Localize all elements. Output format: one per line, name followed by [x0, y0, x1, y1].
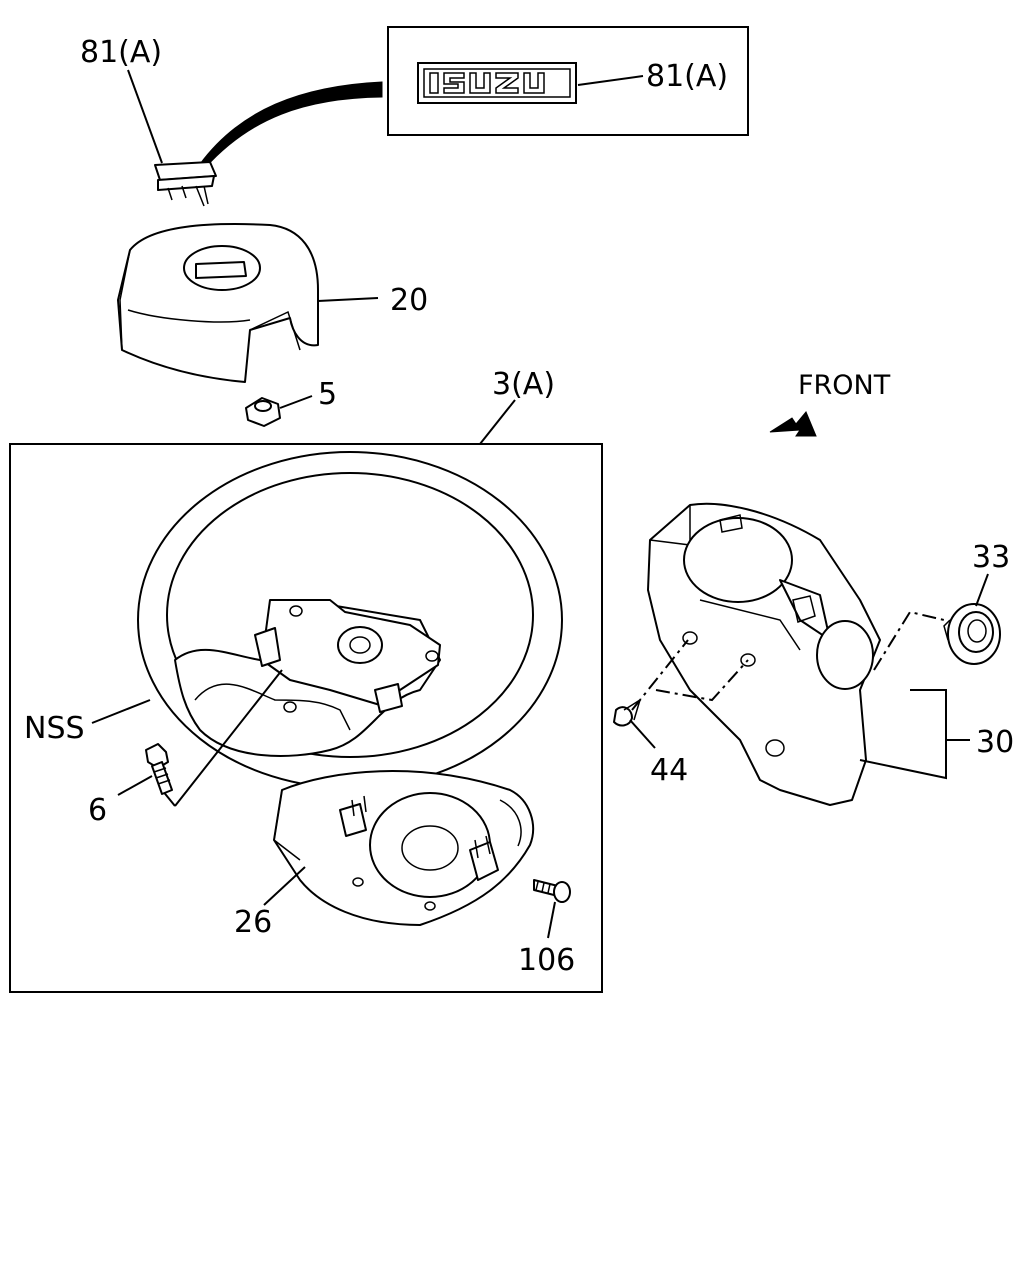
dashed-line-44-1 [631, 639, 689, 711]
nut-part [245, 397, 281, 427]
column-cover-part [647, 502, 881, 806]
emblem-detail-box [387, 26, 749, 136]
label-33: 33 [972, 540, 1010, 575]
label-6: 6 [88, 793, 107, 828]
lower-cover-part [273, 770, 535, 926]
bracket-30 [859, 689, 970, 780]
steering-wheel-assembly-box [9, 443, 603, 993]
dashed-line-33 [873, 610, 945, 671]
label-26: 26 [234, 905, 272, 940]
steering-wheel-part [137, 451, 563, 789]
label-5: 5 [318, 377, 337, 412]
leader-26 [263, 866, 306, 906]
dashed-line-44-2 [655, 659, 749, 702]
label-30: 30 [976, 725, 1014, 760]
leader-20 [317, 297, 379, 302]
leader-33 [975, 573, 989, 607]
label-44: 44 [650, 753, 688, 788]
leader-nss [91, 699, 151, 724]
grommet-33-part [943, 603, 1001, 665]
label-nss: NSS [24, 711, 85, 746]
front-direction-arrow [769, 411, 817, 437]
label-front: FRONT [798, 370, 891, 401]
leader-81a-left [127, 69, 163, 164]
label-81a-right: 81(A) [646, 59, 728, 94]
horn-cover-part [117, 223, 319, 383]
leader-6 [117, 775, 153, 796]
label-3a: 3(A) [492, 367, 555, 402]
label-106: 106 [518, 943, 575, 978]
label-81a-left: 81(A) [80, 35, 162, 70]
emblem-clip-part [154, 161, 217, 207]
detail-callout-arrow [199, 81, 383, 169]
bolt-106-part [533, 879, 571, 903]
screw-6-part [145, 743, 173, 795]
label-20: 20 [390, 283, 428, 318]
leader-3a [479, 399, 516, 445]
leader-44 [629, 719, 656, 749]
leader-106 [547, 901, 556, 939]
isuzu-emblem-logo [417, 62, 577, 104]
leader-5 [279, 395, 313, 409]
screw-44-part [613, 698, 642, 727]
